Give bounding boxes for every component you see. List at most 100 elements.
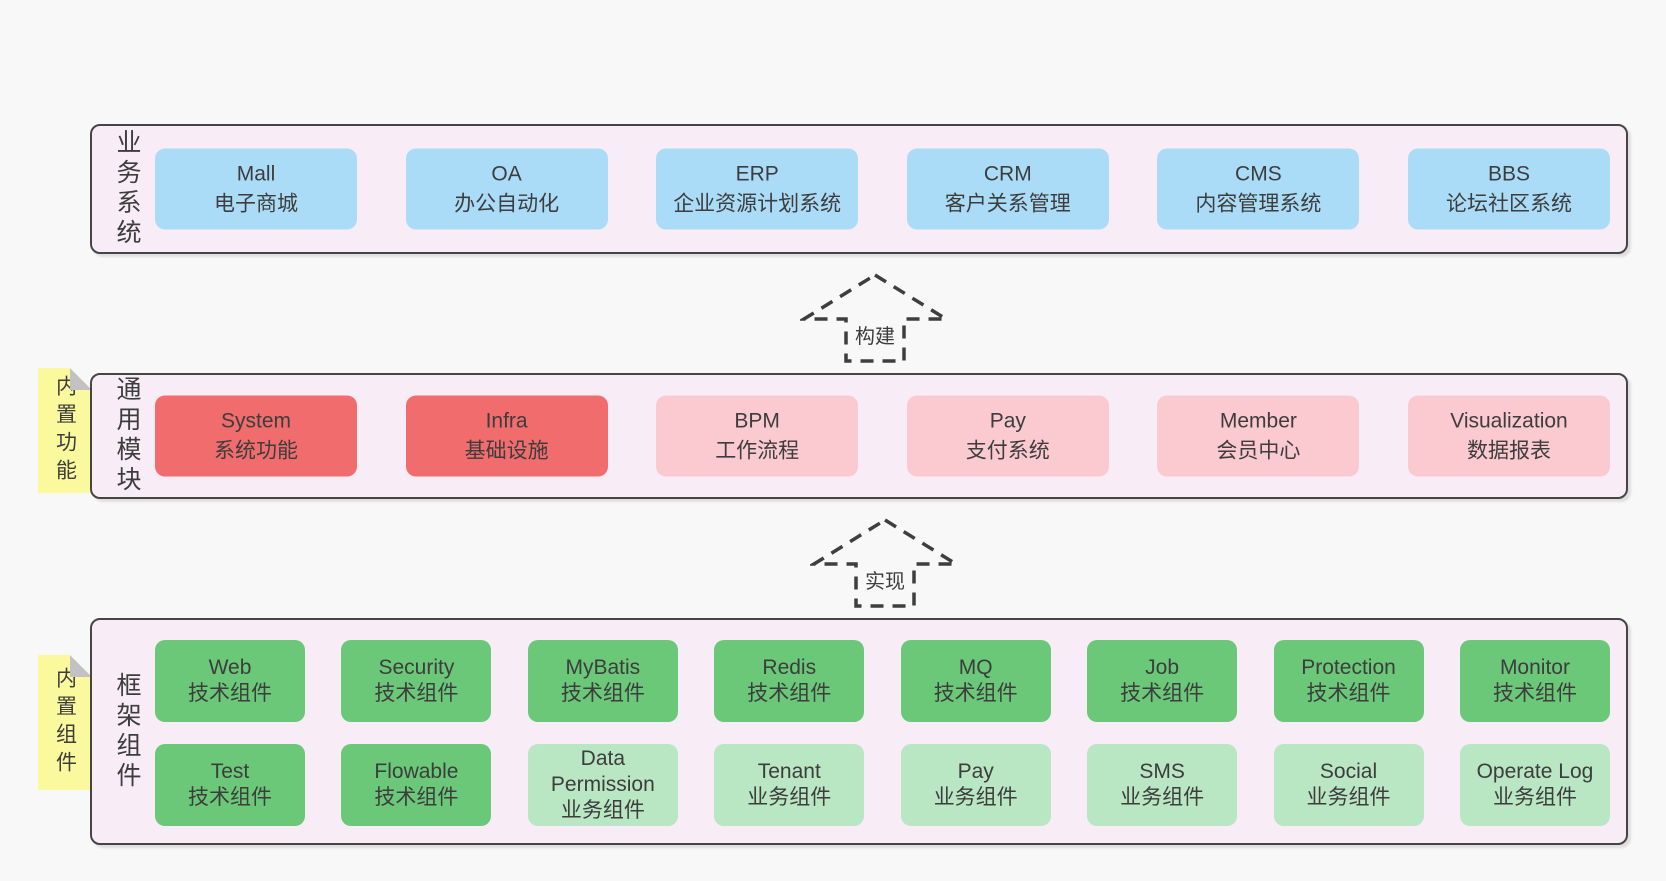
layer-label-common-modules: 通用模块	[113, 376, 141, 496]
box-subtitle: 业务组件	[1492, 786, 1577, 809]
box-subtitle: 技术组件	[560, 682, 645, 705]
box-tenant: Tenant 业务组件	[714, 744, 865, 826]
box-web: Web 技术组件	[155, 640, 305, 722]
box-oa: OA 办公自动化	[405, 148, 608, 230]
box-infra: Infra 基础设施	[405, 395, 608, 477]
box-title: Redis	[762, 656, 817, 679]
box-subtitle: 业务组件	[1306, 786, 1391, 809]
framework-components-rows: Web 技术组件 Security 技术组件 MyBatis 技术组件 Redi…	[155, 640, 1610, 826]
box-title: ERP	[735, 162, 779, 185]
box-bbs: BBS 论坛社区系统	[1407, 148, 1610, 230]
box-title: Job	[1145, 656, 1180, 679]
box-subtitle: 论坛社区系统	[1445, 192, 1572, 215]
box-subtitle: 技术组件	[188, 682, 272, 705]
box-subtitle: 内容管理系统	[1195, 192, 1322, 215]
box-bpm: BPM 工作流程	[656, 395, 859, 477]
box-subtitle: 技术组件	[374, 682, 459, 705]
box-subtitle: 会员中心	[1216, 439, 1301, 462]
box-title: MyBatis	[565, 656, 641, 679]
box-pay-component: Pay 业务组件	[900, 744, 1051, 826]
box-system: System 系统功能	[155, 395, 357, 477]
box-monitor: Monitor 技术组件	[1459, 640, 1610, 722]
box-title: Visualization	[1450, 409, 1568, 432]
box-title: MQ	[958, 656, 993, 679]
box-subtitle: 企业资源计划系统	[673, 192, 842, 215]
box-job: Job 技术组件	[1087, 640, 1238, 722]
box-social: Social 业务组件	[1273, 744, 1424, 826]
box-title: Web	[208, 656, 252, 679]
box-subtitle: 系统功能	[214, 439, 298, 462]
layer-business-systems: 业务系统 Mall 电子商城 OA 办公自动化 ERP 企业资源计划系统 CRM…	[90, 124, 1628, 254]
folded-corner-icon	[70, 368, 92, 390]
box-title: Infra	[485, 409, 528, 432]
box-crm: CRM 客户关系管理	[906, 148, 1109, 230]
box-title: Monitor	[1499, 656, 1570, 679]
box-title: Flowable	[374, 760, 459, 783]
box-title: OA	[491, 162, 522, 185]
box-subtitle: 工作流程	[715, 439, 800, 462]
box-subtitle: 技术组件	[1120, 682, 1205, 705]
box-title: Pay	[957, 760, 994, 783]
box-title: Operate Log	[1476, 760, 1594, 783]
box-subtitle: 业务组件	[747, 786, 832, 809]
box-subtitle: 技术组件	[1306, 682, 1391, 705]
box-member: Member 会员中心	[1157, 395, 1360, 477]
box-title: BBS	[1487, 162, 1530, 185]
layer-label-framework-components: 框架组件	[113, 671, 141, 792]
layer-framework-components: 框架组件 Web 技术组件 Security 技术组件 MyBatis 技术组件…	[90, 618, 1628, 845]
box-subtitle: 基础设施	[464, 439, 549, 462]
box-subtitle: 技术组件	[747, 682, 832, 705]
box-title: Protection	[1301, 656, 1396, 679]
sticky-note-builtin-features: 内置功能	[38, 368, 92, 493]
box-subtitle: 技术组件	[1492, 682, 1577, 705]
box-data-permission: Data Permission 业务组件	[527, 744, 678, 826]
box-subtitle: 技术组件	[374, 786, 459, 809]
arrow-build: 构建	[800, 272, 950, 364]
box-pay-system: Pay 支付系统	[906, 395, 1109, 477]
box-cms: CMS 内容管理系统	[1157, 148, 1360, 230]
box-erp: ERP 企业资源计划系统	[656, 148, 859, 230]
dashed-up-arrow-icon	[810, 517, 960, 608]
box-protection: Protection 技术组件	[1273, 640, 1424, 722]
box-title: Test	[210, 760, 250, 783]
box-title: Security	[378, 656, 455, 679]
box-title: CRM	[983, 162, 1032, 185]
box-title: SMS	[1139, 760, 1185, 783]
box-visualization: Visualization 数据报表	[1407, 395, 1610, 477]
box-subtitle: 技术组件	[188, 786, 272, 809]
box-title: System	[220, 409, 291, 432]
box-subtitle: 业务组件	[1120, 786, 1205, 809]
common-modules-row: System 系统功能 Infra 基础设施 BPM 工作流程 Pay 支付系统…	[155, 395, 1610, 477]
box-subtitle: 业务组件	[560, 799, 645, 822]
box-subtitle: 办公自动化	[454, 192, 560, 215]
box-security: Security 技术组件	[341, 640, 492, 722]
sticky-note-builtin-components: 内置组件	[38, 655, 92, 790]
box-subtitle: 支付系统	[965, 439, 1050, 462]
layer-common-modules: 通用模块 System 系统功能 Infra 基础设施 BPM 工作流程 Pay…	[90, 373, 1628, 499]
tech-components-row: Web 技术组件 Security 技术组件 MyBatis 技术组件 Redi…	[155, 640, 1610, 722]
box-title: Member	[1219, 409, 1297, 432]
box-mybatis: MyBatis 技术组件	[527, 640, 678, 722]
box-subtitle: 电子商城	[214, 192, 298, 215]
box-title: Tenant	[757, 760, 821, 783]
box-mq: MQ 技术组件	[900, 640, 1051, 722]
sticky-note-text: 内置功能	[53, 374, 77, 487]
box-subtitle: 业务组件	[933, 786, 1018, 809]
box-subtitle: 技术组件	[933, 682, 1018, 705]
arrow-implement-label: 实现	[862, 564, 908, 595]
box-subtitle: 数据报表	[1466, 439, 1551, 462]
arrow-build-label: 构建	[852, 319, 898, 350]
sticky-note-text: 内置组件	[53, 666, 77, 779]
box-subtitle: 客户关系管理	[944, 192, 1071, 215]
box-test: Test 技术组件	[155, 744, 305, 826]
box-redis: Redis 技术组件	[714, 640, 865, 722]
box-title: CMS	[1235, 162, 1282, 185]
box-mall: Mall 电子商城	[155, 148, 357, 230]
arrow-implement: 实现	[810, 517, 960, 609]
biz-components-row: Test 技术组件 Flowable 技术组件 Data Permission …	[155, 744, 1610, 826]
box-title: Data Permission	[550, 747, 655, 796]
box-sms: SMS 业务组件	[1087, 744, 1238, 826]
folded-corner-icon	[70, 655, 92, 677]
box-flowable: Flowable 技术组件	[341, 744, 492, 826]
